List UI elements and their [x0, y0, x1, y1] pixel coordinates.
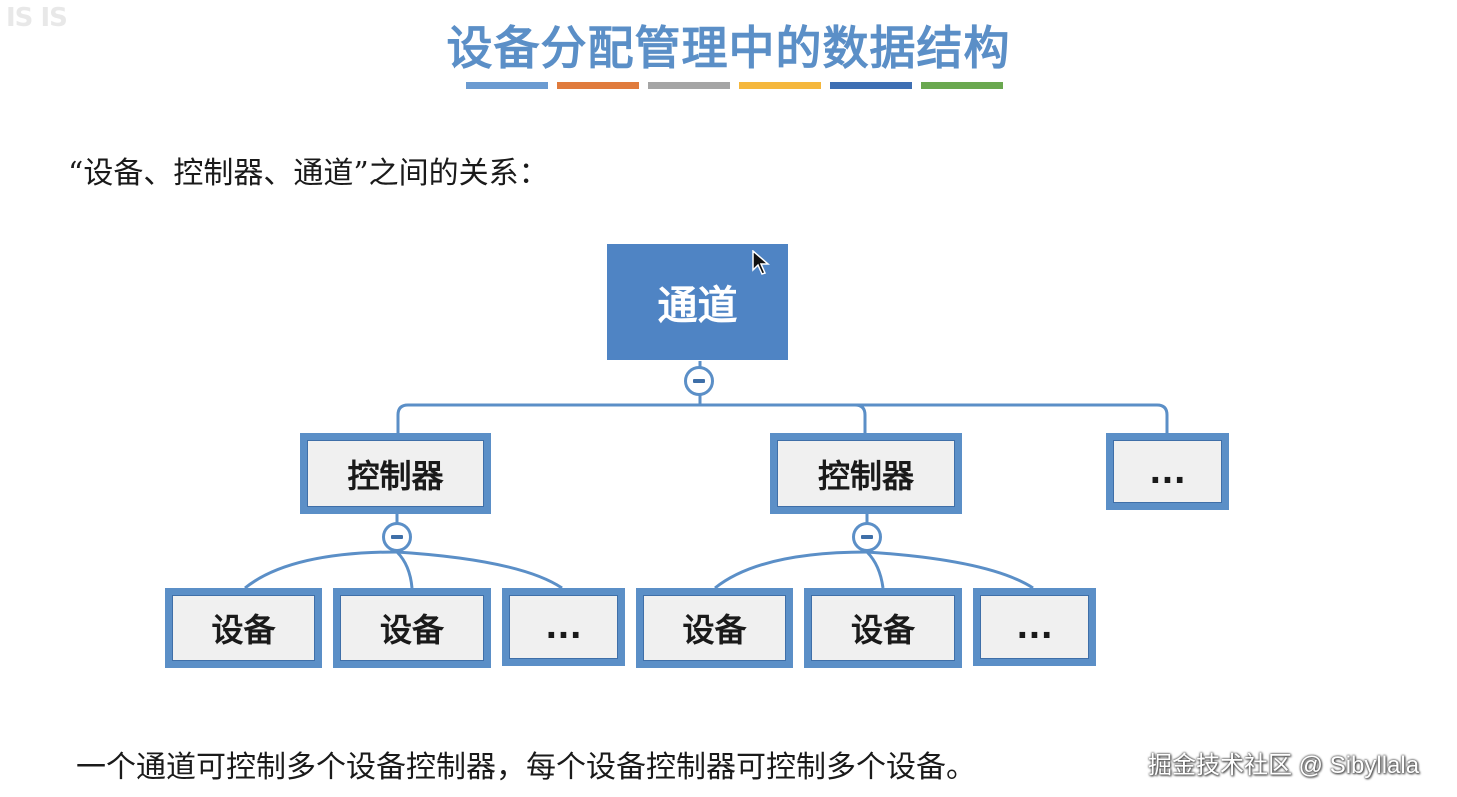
collapse-toggle-controller-1[interactable] [382, 522, 412, 552]
title-bar-2 [557, 82, 639, 89]
link-ctrl1-dev1 [244, 550, 398, 590]
device-node-1-more[interactable]: ... [502, 588, 625, 666]
collapse-toggle-channel[interactable] [684, 366, 714, 396]
link-ctrl1-dev3 [396, 550, 563, 590]
intro-text: “设备、控制器、通道”之间的关系： [68, 156, 549, 191]
device-node-2-1[interactable]: 设备 [636, 588, 793, 668]
link-ctrl2-dev3 [866, 550, 1034, 590]
collapse-toggle-controller-2[interactable] [852, 522, 882, 552]
page-title: 设备分配管理中的数据结构 [446, 21, 1011, 75]
title-bar-3 [648, 82, 730, 89]
title-underline-bars [466, 82, 1003, 89]
controller-node-more[interactable]: ... [1106, 433, 1229, 510]
summary-text: 一个通道可控制多个设备控制器，每个设备控制器可控制多个设备。 [76, 750, 976, 785]
link-root-bus [396, 403, 1169, 433]
controller-node-1[interactable]: 控制器 [300, 433, 491, 514]
controller-node-2[interactable]: 控制器 [770, 433, 962, 514]
device-node-1-1[interactable]: 设备 [165, 588, 322, 668]
logo: IS IS [6, 3, 68, 33]
device-node-2-more[interactable]: ... [973, 588, 1096, 666]
title-bar-6 [921, 82, 1003, 89]
link-ctrl2-dev1 [714, 550, 868, 590]
watermark: 掘金技术社区 @ Sibyllala [1148, 752, 1420, 779]
device-node-2-2[interactable]: 设备 [804, 588, 962, 668]
link-bus-ctrl2 [854, 403, 867, 433]
device-node-1-2[interactable]: 设备 [333, 588, 491, 668]
link-ctrl1-dev2 [395, 550, 414, 589]
title-bar-1 [466, 82, 548, 89]
title-bar-4 [739, 82, 821, 89]
title-bar-5 [830, 82, 912, 89]
mouse-cursor-icon [752, 250, 770, 275]
link-ctrl2-dev2 [865, 550, 885, 589]
